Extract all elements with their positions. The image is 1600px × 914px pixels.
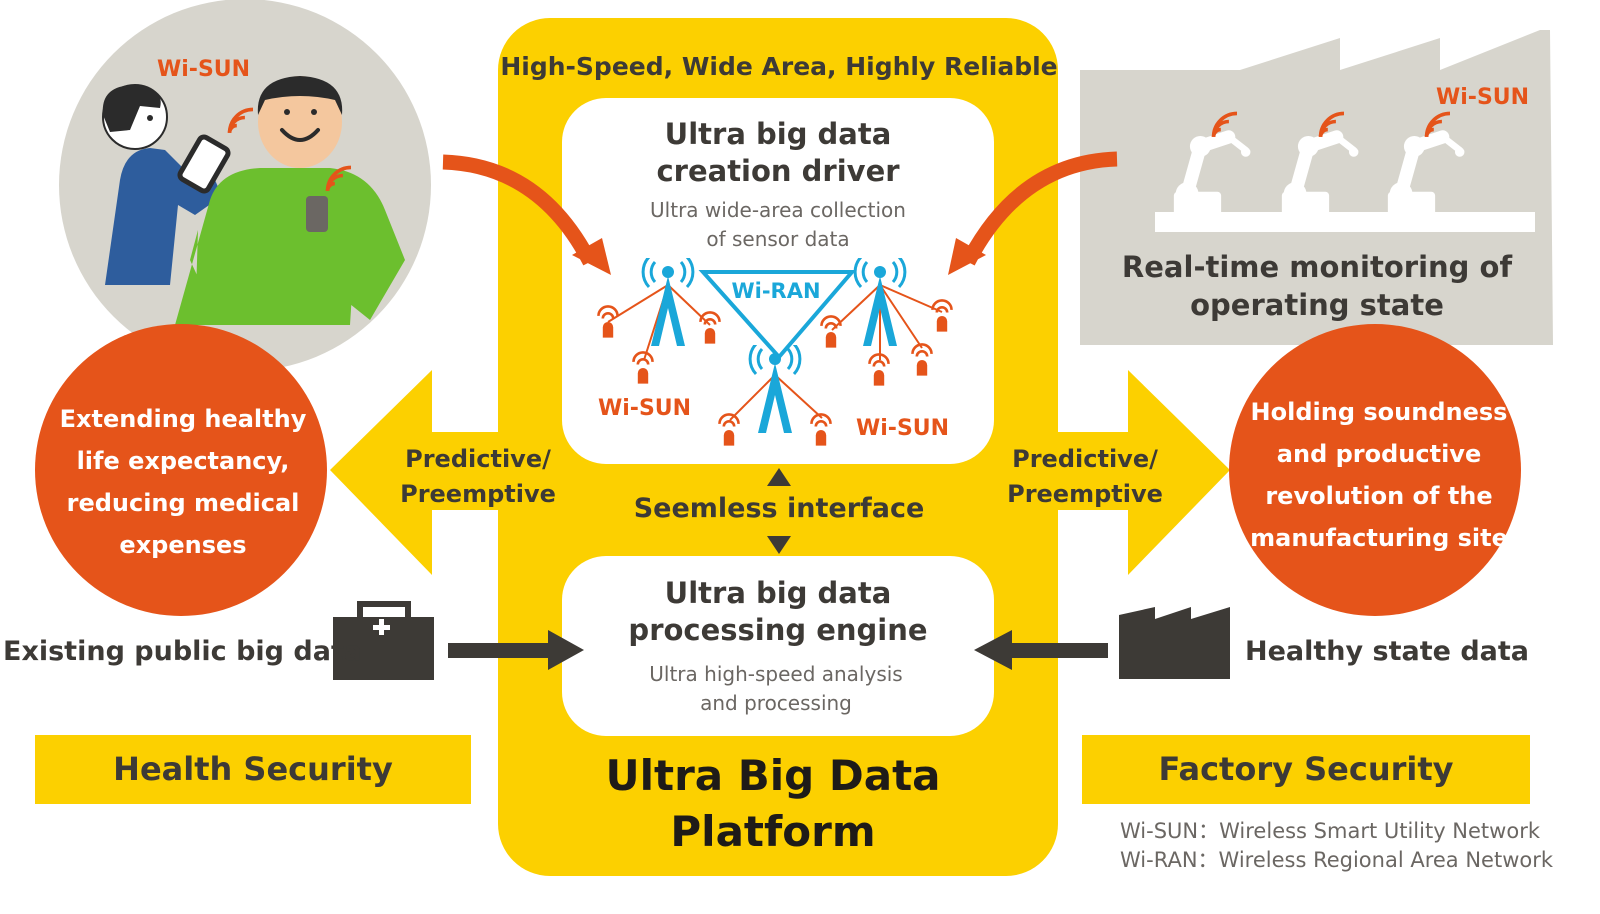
right-curved-arrow xyxy=(948,151,1118,275)
left-predictive-label: Predictive/ Preemptive xyxy=(400,442,556,512)
right-circle-text: Holding soundness and productive revolut… xyxy=(1250,391,1508,559)
right-dark-arrow xyxy=(974,630,1108,670)
left-orange-circle xyxy=(35,324,327,616)
left-curved-arrow xyxy=(442,154,611,275)
circle-text-line: reducing medical xyxy=(66,489,300,517)
circle-text-line: Extending healthy xyxy=(59,405,307,433)
right-predictive-label: Predictive/ Preemptive xyxy=(1007,442,1163,512)
platform-title-line: Ultra Big Data xyxy=(605,751,941,800)
wisun-label-driver-left: Wi-SUN xyxy=(598,396,692,421)
healthy-state-data-label: Healthy state data xyxy=(1245,636,1530,667)
health-security-band xyxy=(35,735,471,804)
wiran-network xyxy=(596,258,954,448)
left-dark-arrow xyxy=(448,630,584,670)
left-circle-text: Extending healthy life expectancy, reduc… xyxy=(60,398,307,566)
engine-subtitle: Ultra high-speed analysis and processing xyxy=(649,660,902,718)
wiran-label: Wi-RAN xyxy=(731,279,821,303)
left-yellow-arrow xyxy=(330,370,600,575)
medical-kit-icon xyxy=(333,601,434,680)
monitoring-line: Real-time monitoring of xyxy=(1121,250,1513,284)
driver-subtitle: Ultra wide-area collection of sensor dat… xyxy=(650,196,906,254)
factory-robot-icon xyxy=(1080,30,1553,345)
engine-box xyxy=(562,556,994,736)
engine-title-line: Ultra big data xyxy=(664,576,892,610)
engine-title: Ultra big data processing engine xyxy=(628,575,927,649)
circle-text-line: revolution of the xyxy=(1265,482,1493,510)
legend: Wi-SUN：Wireless Smart Utility Network Wi… xyxy=(1120,817,1553,875)
existing-public-big-data-label: Existing public big data xyxy=(3,636,363,667)
wisun-label-factory: Wi-SUN xyxy=(1436,85,1530,110)
driver-box xyxy=(562,98,994,464)
people-icon xyxy=(102,76,405,325)
right-orange-circle xyxy=(1229,324,1521,616)
platform-title-line: Platform xyxy=(670,807,876,856)
engine-title-line: processing engine xyxy=(628,613,928,647)
predictive-line: Preemptive xyxy=(1007,480,1163,508)
driver-subtitle-line: Ultra wide-area collection xyxy=(650,198,906,222)
circle-text-line: expenses xyxy=(119,531,247,559)
factory-security-label: Factory Security xyxy=(1158,750,1454,788)
engine-subtitle-line: and processing xyxy=(700,691,852,715)
legend-wiran: Wi-RAN：Wireless Regional Area Network xyxy=(1120,848,1554,872)
circle-text-line: Holding soundness xyxy=(1250,398,1508,426)
interface-up-triangle xyxy=(767,468,791,486)
factory-security-band xyxy=(1082,735,1530,804)
engine-subtitle-line: Ultra high-speed analysis xyxy=(649,662,903,686)
platform-title: Ultra Big Data Platform xyxy=(606,748,941,860)
factory-icon xyxy=(1119,607,1230,679)
driver-title-line: creation driver xyxy=(656,154,900,188)
predictive-line: Predictive/ xyxy=(1012,445,1158,473)
health-security-label: Health Security xyxy=(113,750,393,788)
driver-title-line: Ultra big data xyxy=(664,117,892,151)
legend-wisun: Wi-SUN：Wireless Smart Utility Network xyxy=(1120,819,1540,843)
wisun-label-people: Wi-SUN xyxy=(157,57,251,82)
predictive-line: Preemptive xyxy=(400,480,556,508)
wisun-label-driver-right: Wi-SUN xyxy=(856,416,950,441)
driver-title: Ultra big data creation driver xyxy=(656,116,899,190)
circle-text-line: and productive xyxy=(1276,440,1482,468)
monitoring-line: operating state xyxy=(1190,288,1444,322)
interface-down-triangle xyxy=(767,536,791,554)
monitoring-label: Real-time monitoring of operating state xyxy=(1122,248,1512,324)
interface-label: Seemless interface xyxy=(633,493,925,524)
predictive-line: Predictive/ xyxy=(405,445,551,473)
platform-header: High-Speed, Wide Area, Highly Reliable xyxy=(500,52,1058,81)
driver-subtitle-line: of sensor data xyxy=(706,227,850,251)
right-yellow-arrow xyxy=(960,370,1230,575)
circle-text-line: life expectancy, xyxy=(76,447,290,475)
circle-text-line: manufacturing site xyxy=(1250,524,1508,552)
